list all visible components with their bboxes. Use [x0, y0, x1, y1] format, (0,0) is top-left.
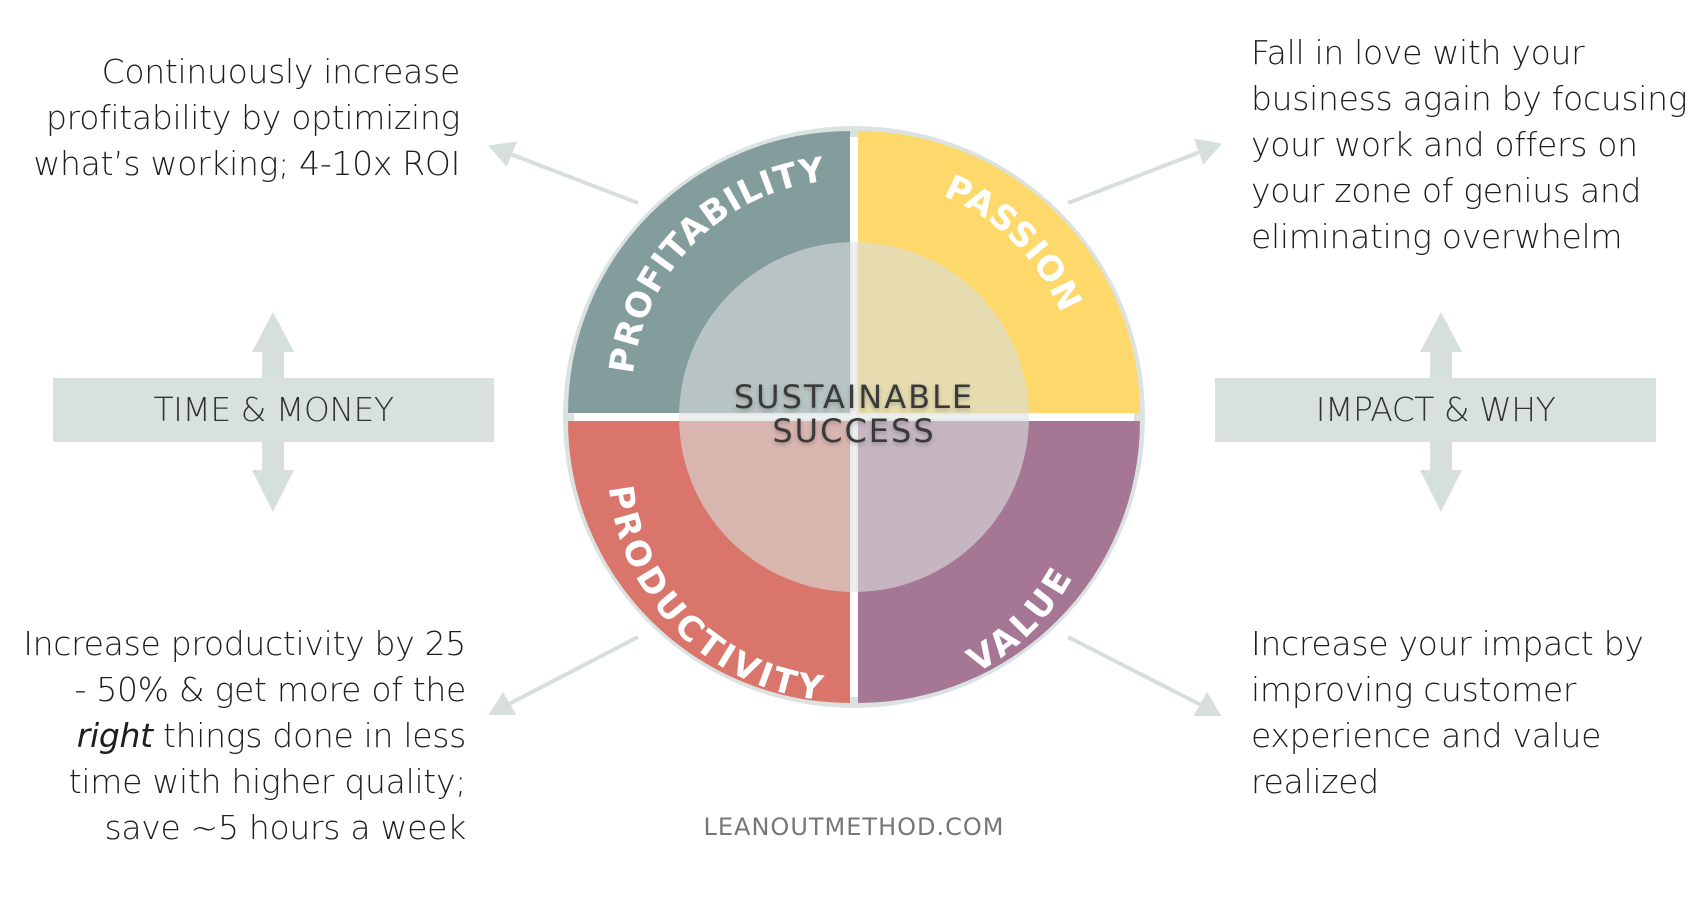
- description-line: realized: [1251, 762, 1379, 801]
- description-line: what’s working; 4-10x ROI: [33, 144, 460, 183]
- center-title: SUSTAINABLE SUCCESS: [654, 380, 1054, 448]
- description-line: your zone of genius and: [1251, 171, 1642, 210]
- center-title-line2: SUCCESS: [772, 412, 936, 450]
- arrow-top-left-head: [488, 141, 518, 167]
- description-line: experience and value: [1251, 716, 1602, 755]
- footer-website: LEANOUTMETHOD.COM: [703, 813, 1005, 841]
- center-title-line1: SUSTAINABLE: [733, 378, 975, 416]
- arrow-bottom-right-head: [1193, 692, 1222, 716]
- description-line-rest: things done in less: [152, 716, 466, 755]
- description-profitability: Continuously increase profitability by o…: [0, 49, 460, 187]
- description-line: your work and offers on: [1251, 125, 1638, 164]
- arrow-bottom-left-head: [488, 692, 517, 715]
- bar-label-time-money: TIME & MONEY: [153, 390, 394, 429]
- description-line: profitability by optimizing: [46, 98, 460, 137]
- description-line: right things done in less: [0, 713, 467, 759]
- description-line: Fall in love with your: [1251, 33, 1585, 72]
- bar-impact-why: [1215, 378, 1656, 442]
- bar-label-impact-why: IMPACT & WHY: [1315, 390, 1556, 429]
- bar-time-money: [53, 378, 494, 442]
- inner-circle: [679, 242, 1029, 592]
- description-line: time with higher quality;: [68, 762, 467, 801]
- description-value: Increase your impact by improving custom…: [1251, 621, 1701, 805]
- description-line: - 50% & get more of the: [74, 670, 466, 709]
- description-line: Continuously increase: [101, 52, 461, 91]
- arrow-bottom-left: [504, 635, 639, 708]
- diagonal-arrows: [488, 138, 1222, 716]
- arrow-top-right-head: [1193, 138, 1222, 165]
- description-line: Increase your impact by: [1251, 624, 1644, 663]
- arrow-top-left: [504, 150, 639, 205]
- description-line: improving customer: [1251, 670, 1577, 709]
- description-line: business again by focusing: [1251, 79, 1688, 118]
- arrow-top-right: [1067, 148, 1206, 205]
- arrow-bottom-right: [1067, 635, 1206, 709]
- description-line: Increase productivity by 25: [23, 624, 466, 663]
- description-productivity: Increase productivity by 25 - 50% & get …: [0, 621, 466, 851]
- description-line: eliminating overwhelm: [1251, 217, 1623, 256]
- description-line: save ~5 hours a week: [104, 808, 466, 847]
- description-passion: Fall in love with your business again by…: [1251, 30, 1701, 260]
- description-emphasis: right: [76, 716, 153, 755]
